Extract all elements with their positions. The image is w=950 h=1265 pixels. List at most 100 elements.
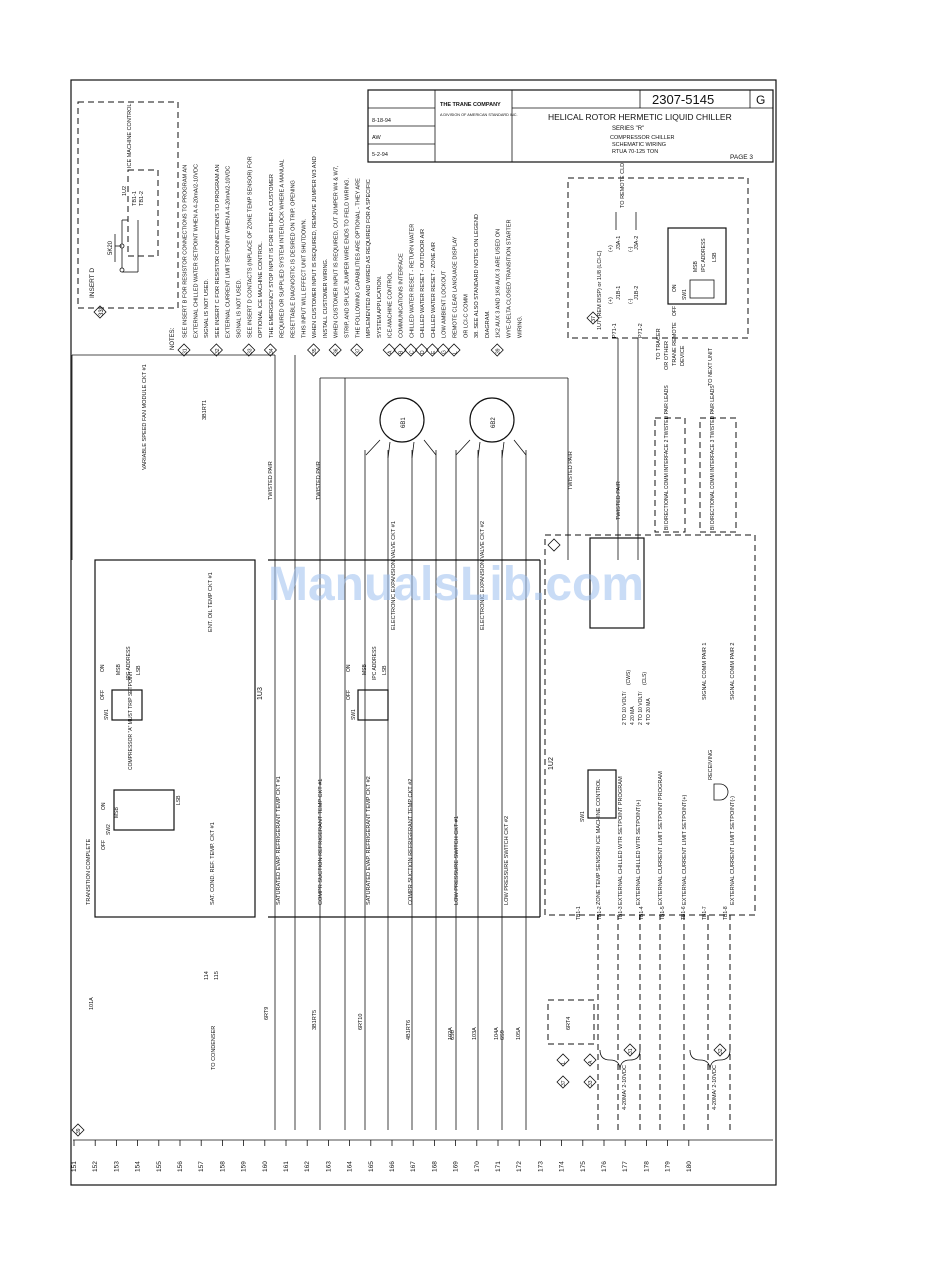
note-number: L xyxy=(453,351,459,354)
row-number: 163 xyxy=(325,1161,332,1172)
row-number: 170 xyxy=(474,1161,481,1172)
wire-tag: 101A xyxy=(89,997,95,1010)
ref-symbol-label: 31 xyxy=(628,1048,634,1054)
sw2-dip xyxy=(113,789,175,831)
u2-cls: (CLS) xyxy=(642,672,648,685)
u3-input-label: COMPR SUCTION REFRIGERANT TEMP CKT #2 xyxy=(408,779,414,905)
note-symbol xyxy=(242,343,256,357)
row-number: 173 xyxy=(537,1161,544,1172)
u2-terminal: TB1-5 xyxy=(660,906,666,920)
row-number: 169 xyxy=(453,1161,460,1172)
note-line: SEE INSERT B FOR RESISTOR CONNECTIONS TO… xyxy=(183,165,189,338)
insert-d: INSERT D 33 5K20 1U2 TB1-1 TB1-2 ICE MAC… xyxy=(77,101,179,319)
ref-symbol-label: 37 xyxy=(561,1080,567,1086)
note-number: G xyxy=(442,350,448,354)
drawing-title: HELICAL ROTOR HERMETIC LIQUID CHILLER xyxy=(548,112,732,122)
u2-terminal: TB1-6 xyxy=(681,906,687,920)
bi-comm-2: BI DIRECTIONAL COMM INTERFACE 3 TWISTED … xyxy=(710,385,716,530)
note-line: OR LCI-C COMM xyxy=(463,294,469,338)
watermark: ManualsLib.com xyxy=(268,558,644,611)
drafter-initials: AW xyxy=(372,135,381,141)
row-number: 162 xyxy=(304,1161,311,1172)
bottom-labels: TO CONDENSER 4-20MA/ 2-10VDC 4-20MA/ 2-1… xyxy=(211,999,731,1110)
lci-on: ON xyxy=(672,284,678,292)
twisted-pair-1: TWISTED PAIR xyxy=(268,461,274,500)
note-number: E xyxy=(431,350,437,354)
twisted-pair-2: TWISTED PAIR xyxy=(316,461,322,500)
note-number: 32 xyxy=(215,348,221,354)
ref-symbol-label: 33 xyxy=(588,1080,594,1086)
note-line: CHILLED WATER RESET - ZONE AIR xyxy=(431,242,437,338)
motors: 6B1 6B2 xyxy=(365,397,527,459)
insert-d-board: 1U2 xyxy=(122,186,128,196)
note-symbol xyxy=(382,343,396,357)
twisted-pair-u2b: TWISTED PAIR xyxy=(616,481,622,520)
row-number: 151 xyxy=(71,1161,78,1172)
u3-output-label: ENT. OIL TEMP CKT #1 xyxy=(208,572,214,632)
notes-heading: NOTES: xyxy=(170,327,176,350)
lci-ref: 37 xyxy=(591,316,597,322)
sw2-off: OFF xyxy=(101,840,107,850)
brace-2 xyxy=(689,1049,731,1071)
sensor-label: 4B1RT6 xyxy=(406,1020,412,1040)
row-number: 167 xyxy=(410,1161,417,1172)
sensor-label: 6S9 xyxy=(500,1030,506,1040)
u2-comm-block xyxy=(589,537,645,629)
note-line: CHILLED WATER RESET - RETURN WATER xyxy=(409,224,415,338)
row-number: 171 xyxy=(495,1161,502,1172)
u2-sw-line-3: 2 TO 10 VOLT/ xyxy=(638,691,644,725)
subtitle-1: COMPRESSOR CHILLER xyxy=(610,135,675,141)
lci-p71-1: P71-1 xyxy=(612,323,618,338)
sw2-name: SW2 xyxy=(106,824,112,835)
row-number: 179 xyxy=(665,1161,672,1172)
note-line: STRIP, AND SPLICE JUMPER WIRE ENDS TO FI… xyxy=(345,177,351,338)
sw1-u3b-caption: IPC ADDRESS xyxy=(372,646,378,680)
lci-ref-symbol xyxy=(586,311,600,325)
u3-output-label: ELECTRONIC EXPANSION VALVE CKT #2 xyxy=(480,521,486,630)
ref-symbol xyxy=(713,1043,727,1057)
to-condenser: TO CONDENSER xyxy=(211,1026,217,1070)
note-line: THE FOLLOWING CAPABILITIES ARE OPTIONAL … xyxy=(355,178,361,338)
sw1-u3-on: ON xyxy=(100,664,106,672)
note-line: 38. SEE ALSO STANDARD NOTES ON LEGEND xyxy=(474,214,480,338)
sw1-u3b-lsb: LSB xyxy=(382,665,388,675)
u3-input-label: LOW PRESSURE SWITCH CKT #2 xyxy=(504,816,510,905)
insert-d-ref-symbol xyxy=(93,305,107,319)
row-number: 172 xyxy=(516,1161,523,1172)
insert-d-caption: ICE MACHINE CONTROL xyxy=(127,104,133,168)
ref-symbol xyxy=(71,1123,85,1137)
to-tracer-1: TO TRACER xyxy=(656,328,662,360)
revision-date: 8-18-94 xyxy=(372,118,391,124)
u2-terminal: TB1-1 xyxy=(576,906,582,920)
lci-lsb: LSB xyxy=(712,252,718,262)
ref-symbol-label: 39 xyxy=(76,1128,82,1134)
drawing-number: 2307-5145 xyxy=(652,92,714,107)
lci-minus-2: (-) xyxy=(628,246,634,252)
note-line: SEE INSERT D CONTACTS (INPLACE OF ZONE T… xyxy=(247,156,253,338)
u2-ref-symbol xyxy=(547,538,561,552)
note-symbol xyxy=(415,343,429,357)
note-number: 37 xyxy=(355,348,361,354)
note-line: WHEN CUSTOMER INPUT IS REQUIRED, CUT JUM… xyxy=(334,165,340,338)
insert-d-tb2: TB1-2 xyxy=(139,191,145,206)
note-number: 35 xyxy=(312,348,318,354)
note-line: EXTERNAL CURRENT LIMIT SETPOINT WHEN A 4… xyxy=(226,166,232,338)
note-line: RESETTABLE DIAGNOSTIC IS DESIRED ON TRIP… xyxy=(291,180,297,338)
twisted-pair-u2: TWISTED PAIR xyxy=(568,451,574,490)
u3-input-label: SAT. COND. REF. TEMP. CKT #1 xyxy=(210,822,216,905)
u2-input-label: EXTERNAL CURRENT LIMIT SETPOINT(+) xyxy=(682,794,688,905)
note-number: D xyxy=(420,350,426,354)
note-symbol xyxy=(490,343,504,357)
u2-terminal: TB1-8 xyxy=(723,906,729,920)
note-symbol xyxy=(404,343,418,357)
wire-tag: 105A xyxy=(516,1027,522,1040)
row-number: 165 xyxy=(368,1161,375,1172)
sensor-label: 3B1RT1 xyxy=(202,400,208,420)
board-1u3-label: 1U3 xyxy=(257,687,264,700)
u3-output-label: ELECTRONIC EXPANSION VALVE CKT #1 xyxy=(391,521,397,630)
